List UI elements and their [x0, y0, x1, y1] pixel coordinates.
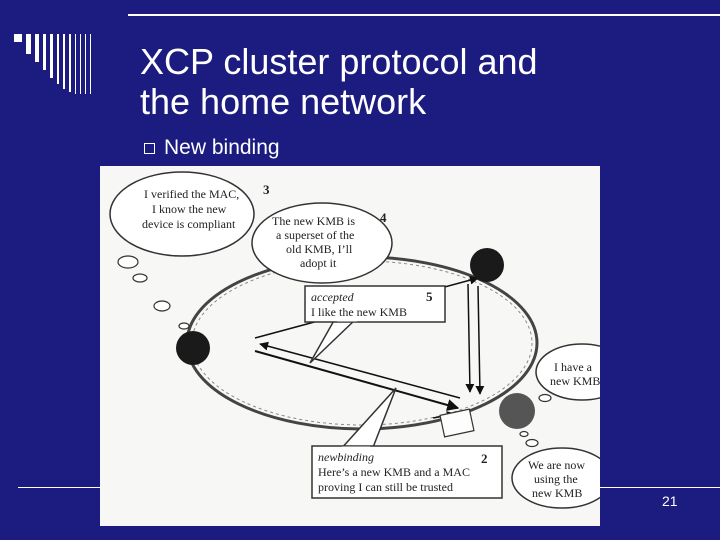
square-bullet-icon — [144, 142, 155, 154]
page-number: 21 — [662, 493, 678, 509]
decorative-bars — [14, 34, 91, 94]
message-arrow — [254, 350, 460, 411]
box-5-number: 5 — [426, 289, 433, 304]
protocol-diagram: I verified the MAC, I know the new devic… — [100, 166, 600, 526]
callout-box-5: accepted I like the new KMB 5 — [304, 285, 446, 364]
bubble-4-number: 4 — [380, 210, 387, 225]
message-arrow — [475, 285, 485, 395]
node-top-right — [470, 248, 504, 282]
bubble-1-line-2: new KMB — [550, 374, 600, 388]
bubble-6-line-3: new KMB — [532, 486, 582, 500]
thought-bubble-1: I have a new KMB 1 — [535, 343, 600, 403]
box-2-number: 2 — [481, 451, 488, 466]
box-2-line-2: Here’s a new KMB and a MAC — [318, 465, 470, 479]
callout-box-2: newbinding Here’s a new KMB and a MAC pr… — [311, 387, 503, 499]
slide-title: XCP cluster protocol and the home networ… — [140, 42, 538, 122]
title-line-2: the home network — [140, 81, 427, 122]
bubble-4-line-2: a superset of the — [276, 228, 354, 242]
top-rule — [128, 14, 720, 16]
cluster-ring — [185, 255, 539, 431]
bubble-4-line-3: old KMB, I’ll — [286, 242, 353, 256]
node-new-device — [499, 393, 535, 429]
box-5-line-1: accepted — [311, 290, 355, 304]
bubble-3-line-1: I verified the MAC, — [144, 187, 239, 201]
message-arrow — [465, 283, 475, 393]
bullet-item: New binding — [144, 136, 280, 160]
thought-bubble-3: I verified the MAC, I know the new devic… — [109, 171, 270, 330]
bubble-3-line-2: I know the new — [152, 202, 227, 216]
diagram-canvas: I verified the MAC, I know the new devic… — [109, 171, 600, 509]
message-packet — [439, 408, 475, 438]
bubble-4-line-4: adopt it — [300, 256, 337, 270]
bubble-3-number: 3 — [263, 182, 270, 197]
bubble-6-line-1: We are now — [528, 458, 585, 472]
box-2-line-3: proving I can still be trusted — [318, 480, 453, 494]
title-line-1: XCP cluster protocol and — [140, 41, 538, 82]
bubble-1-line-1: I have a — [554, 360, 593, 374]
message-arrow — [259, 341, 461, 399]
box-2-line-1: newbinding — [318, 450, 374, 464]
node-left — [176, 331, 210, 365]
box-5-line-2: I like the new KMB — [311, 305, 407, 319]
bubble-6-line-2: using the — [534, 472, 578, 486]
cluster-ring-inner — [191, 260, 533, 426]
bullet-text: New binding — [164, 136, 280, 159]
bubble-3-line-3: device is compliant — [142, 217, 236, 231]
thought-bubble-6: We are now using the new KMB 6 — [511, 430, 600, 509]
bubble-4-line-1: The new KMB is — [272, 214, 355, 228]
